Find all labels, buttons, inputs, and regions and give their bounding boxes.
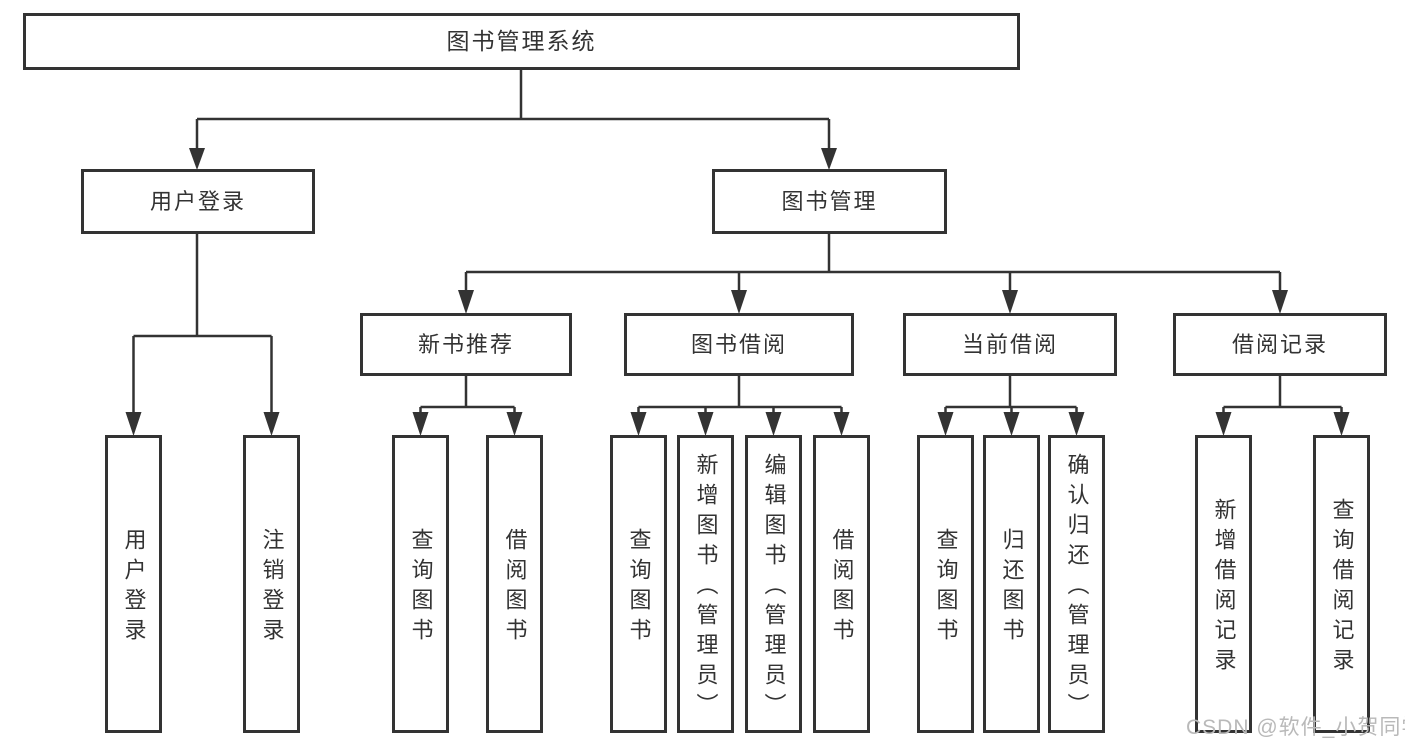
node-label: 新增图书（管理员） [693, 453, 719, 723]
arrowhead-icon [697, 412, 714, 436]
node-label: 当前借阅 [961, 331, 1058, 357]
arrowhead-icon [1272, 290, 1288, 314]
node-label: 图书管理 [781, 188, 878, 214]
leaf-newbook-borrow-books: 借阅图书 [486, 435, 543, 733]
arrowhead-icon [937, 412, 954, 436]
arrowhead-icon [765, 412, 782, 436]
node-user-login: 用户登录 [81, 169, 315, 234]
node-label: 用户登录 [121, 528, 147, 648]
arrowhead-icon [1333, 412, 1350, 436]
node-label: 新书推荐 [417, 331, 514, 357]
node-label: 查询图书 [933, 528, 959, 648]
arrowhead-icon [412, 412, 429, 436]
connector-root-branch [189, 67, 837, 170]
arrowhead-icon [458, 290, 474, 314]
node-label: 查询图书 [408, 528, 434, 648]
node-label: 查询图书 [626, 528, 652, 648]
node-label: 编辑图书（管理员） [761, 453, 787, 723]
arrowhead-icon [125, 412, 142, 436]
connector-borrow-record-branch [1215, 376, 1350, 436]
arrowhead-icon [630, 412, 647, 436]
connector-book-borrow-branch [630, 376, 850, 436]
node-label: 确认归还（管理员） [1064, 453, 1090, 723]
node-label: 注销登录 [259, 528, 285, 648]
leaf-logout: 注销登录 [243, 435, 300, 733]
connector-new-book-branch [412, 376, 523, 436]
arrowhead-icon [731, 290, 747, 314]
node-label: 归还图书 [999, 528, 1025, 648]
leaf-current-return-books: 归还图书 [983, 435, 1040, 733]
node-current-borrow: 当前借阅 [903, 313, 1117, 376]
node-book-management: 图书管理 [712, 169, 947, 234]
leaf-borrow-add-books-admin: 新增图书（管理员） [677, 435, 734, 733]
leaf-record-add-borrow-record: 新增借阅记录 [1195, 435, 1252, 733]
connector-book-mgmt-branch [458, 234, 1288, 314]
node-borrow-record: 借阅记录 [1173, 313, 1387, 376]
leaf-current-confirm-return-admin: 确认归还（管理员） [1048, 435, 1105, 733]
node-label: 新增借阅记录 [1211, 498, 1237, 678]
node-library-system: 图书管理系统 [23, 13, 1020, 70]
leaf-record-query-borrow-record: 查询借阅记录 [1313, 435, 1370, 733]
arrowhead-icon [1003, 412, 1020, 436]
node-label: 图书管理系统 [446, 28, 597, 54]
node-label: 借阅记录 [1231, 331, 1328, 357]
node-label: 借阅图书 [829, 528, 855, 648]
node-book-borrow: 图书借阅 [624, 313, 854, 376]
arrowhead-icon [506, 412, 523, 436]
arrowhead-icon [833, 412, 850, 436]
node-label: 用户登录 [149, 188, 246, 214]
leaf-borrow-edit-books-admin: 编辑图书（管理员） [745, 435, 802, 733]
node-label: 图书借阅 [690, 331, 787, 357]
arrowhead-icon [1068, 412, 1085, 436]
arrowhead-icon [263, 412, 280, 436]
arrowhead-icon [821, 148, 837, 170]
arrowhead-icon [189, 148, 205, 170]
connector-user-login-branch [125, 234, 280, 436]
connector-current-borrow-branch [937, 376, 1085, 436]
watermark: CSDN @软件_小贺同学 [1186, 716, 1405, 739]
leaf-newbook-query-books: 查询图书 [392, 435, 449, 733]
node-new-book-recommend: 新书推荐 [360, 313, 572, 376]
arrowhead-icon [1215, 412, 1232, 436]
node-label: 查询借阅记录 [1329, 498, 1355, 678]
leaf-user-login: 用户登录 [105, 435, 162, 733]
leaf-borrow-borrow-books: 借阅图书 [813, 435, 870, 733]
node-label: 借阅图书 [502, 528, 528, 648]
arrowhead-icon [1002, 290, 1018, 314]
leaf-borrow-query-books: 查询图书 [610, 435, 667, 733]
leaf-current-query-books: 查询图书 [917, 435, 974, 733]
